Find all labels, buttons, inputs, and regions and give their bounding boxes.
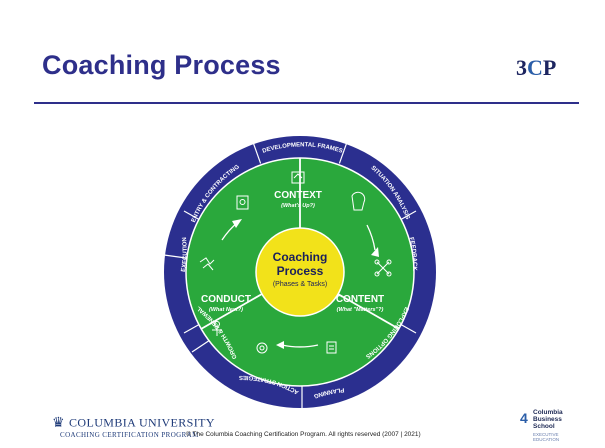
network-icon	[374, 259, 392, 277]
page-title: Coaching Process	[42, 50, 281, 80]
notes-icon	[351, 191, 366, 211]
cbs-line-2: Business	[533, 416, 562, 423]
cbs-exec: EXECUTIVE EDUCATION	[533, 432, 559, 442]
cbs-line-3: School	[533, 423, 555, 430]
phase-context-sub: (What's Up?)	[281, 203, 315, 209]
columbia-university-logo: ♛ COLUMBIA UNIVERSITY	[52, 414, 215, 432]
icons-layer	[199, 171, 392, 354]
logo-part-p: P	[542, 55, 557, 80]
phase-conduct-sub: (What Next?)	[209, 307, 243, 313]
ring-label-execution: EXECUTION	[181, 237, 189, 273]
ring-dividers	[163, 142, 417, 408]
person-icon	[212, 321, 222, 336]
cbs-line-1: Columbia	[533, 409, 563, 416]
university-name: COLUMBIA UNIVERSITY	[69, 415, 215, 430]
strategy-icon	[256, 342, 268, 354]
logo-part-3: 3	[516, 55, 527, 80]
center-line-2: Process	[277, 264, 324, 278]
center-line-1: Coaching	[273, 250, 328, 264]
group-icon	[326, 341, 337, 354]
3cp-logo: 3CP	[516, 55, 556, 81]
phase-context-title: CONTEXT	[274, 190, 322, 201]
ring-label-feedback: FEEDBACK	[408, 237, 418, 272]
title-divider	[34, 102, 579, 104]
cbs-name: Columbia Business School	[533, 409, 563, 430]
center-line-3: (Phases & Tasks)	[273, 281, 327, 288]
head-icon	[291, 171, 305, 184]
cbs-exec-1: EXECUTIVE	[533, 432, 559, 437]
center-core	[255, 227, 345, 317]
cbs-mark-icon: 4	[520, 410, 528, 426]
program-name: COACHING CERTIFICATION PROGRAM	[60, 431, 199, 439]
phase-dividers	[200, 158, 400, 330]
copyright-text: © The Columbia Coaching Certification Pr…	[186, 431, 421, 438]
phase-content-title: CONTENT	[336, 294, 384, 305]
running-icon	[199, 257, 215, 271]
cbs-exec-2: EDUCATION	[533, 437, 560, 442]
logo-part-c: C	[527, 55, 543, 80]
phase-content-sub: (What "Matters"?)	[337, 307, 384, 313]
crown-icon: ♛	[52, 414, 65, 431]
phase-conduct-title: CONDUCT	[201, 294, 251, 305]
arrowheads	[232, 219, 379, 349]
clipboard-icon	[236, 195, 249, 210]
